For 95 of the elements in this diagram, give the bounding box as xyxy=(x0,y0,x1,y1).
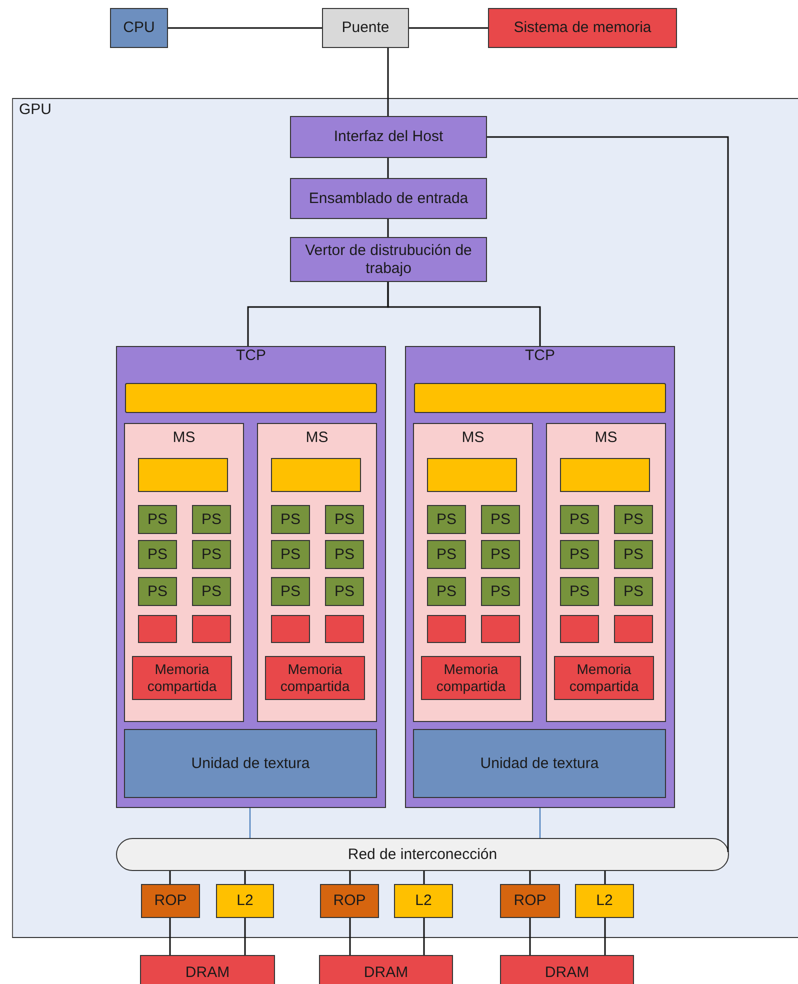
component-block: Unidad de textura xyxy=(413,729,666,798)
interconnect-bar: Red de interconección xyxy=(116,838,729,871)
connector-line xyxy=(168,27,322,29)
connector-line xyxy=(387,282,541,346)
multiprocessor-panel xyxy=(546,423,666,722)
component-block: PS xyxy=(481,505,520,534)
unit-block xyxy=(614,615,653,643)
component-block: PS xyxy=(271,540,310,569)
component-block: Puente xyxy=(322,8,409,48)
component-block: PS xyxy=(325,505,364,534)
unit-block xyxy=(192,615,231,643)
connector-line xyxy=(539,808,541,838)
component-block: ROP xyxy=(320,884,379,918)
component-block: Unidad de textura xyxy=(124,729,377,798)
multiprocessor-panel xyxy=(413,423,533,722)
connector-line xyxy=(387,158,389,178)
unit-block xyxy=(138,615,177,643)
unit-block xyxy=(271,458,361,492)
component-block: PS xyxy=(192,505,231,534)
component-block: PS xyxy=(138,577,177,606)
component-block: PS xyxy=(138,505,177,534)
component-block: ROP xyxy=(141,884,200,918)
component-block: L2 xyxy=(394,884,453,918)
cache-bar xyxy=(414,383,666,413)
component-block: PS xyxy=(560,505,599,534)
panel-title: TCP xyxy=(524,347,556,365)
connector-line xyxy=(604,871,606,884)
connector-line xyxy=(244,918,246,955)
gpu-panel xyxy=(12,98,798,938)
panel-title: MS xyxy=(304,429,330,447)
component-block: Memoria compartida xyxy=(421,656,521,700)
processor-cluster-panel xyxy=(116,346,386,808)
component-block: PS xyxy=(271,505,310,534)
component-block: PS xyxy=(614,540,653,569)
component-block: Interfaz del Host xyxy=(290,116,487,158)
component-block: DRAM xyxy=(319,955,453,984)
component-block: PS xyxy=(192,540,231,569)
unit-block xyxy=(427,615,466,643)
connector-line xyxy=(529,918,531,955)
connector-line xyxy=(387,219,389,237)
processor-cluster-panel xyxy=(405,346,675,808)
component-block: PS xyxy=(614,577,653,606)
component-block: DRAM xyxy=(500,955,634,984)
unit-block xyxy=(560,458,650,492)
component-block: DRAM xyxy=(140,955,275,984)
panel-title: MS xyxy=(460,429,486,447)
panel-title: MS xyxy=(594,429,618,447)
component-block: L2 xyxy=(575,884,634,918)
connector-line xyxy=(423,918,425,955)
component-block: Vertor de distrubución de trabajo xyxy=(290,237,487,282)
connector-line xyxy=(349,871,351,884)
unit-block xyxy=(138,458,228,492)
component-block: PS xyxy=(427,540,466,569)
connector-line xyxy=(529,871,531,884)
panel-title: GPU xyxy=(19,101,52,119)
component-block: PS xyxy=(325,540,364,569)
connector-line xyxy=(604,918,606,955)
multiprocessor-panel xyxy=(124,423,244,722)
connector-line xyxy=(409,27,488,29)
component-block: PS xyxy=(138,540,177,569)
component-block: Memoria compartida xyxy=(265,656,365,700)
connector-line xyxy=(423,871,425,884)
connector-line xyxy=(349,918,351,955)
component-block: Memoria compartida xyxy=(554,656,654,700)
unit-block xyxy=(481,615,520,643)
component-block: Sistema de memoria xyxy=(488,8,677,48)
panel-title: TCP xyxy=(235,347,267,365)
component-block: PS xyxy=(614,505,653,534)
connector-line xyxy=(249,808,251,838)
component-block: PS xyxy=(271,577,310,606)
component-block: CPU xyxy=(110,8,168,48)
unit-block xyxy=(560,615,599,643)
connector-line xyxy=(487,136,729,852)
connector-line xyxy=(169,871,171,884)
connector-line xyxy=(387,48,389,116)
component-block: Memoria compartida xyxy=(132,656,232,700)
component-block: PS xyxy=(427,577,466,606)
component-block: PS xyxy=(325,577,364,606)
connector-line xyxy=(169,918,171,955)
component-block: ROP xyxy=(500,884,560,918)
component-block: PS xyxy=(481,540,520,569)
connector-line xyxy=(244,871,246,884)
panel-title: MS xyxy=(172,429,196,447)
component-block: PS xyxy=(481,577,520,606)
component-block: PS xyxy=(192,577,231,606)
component-block: Ensamblado de entrada xyxy=(290,178,487,219)
cache-bar xyxy=(125,383,377,413)
unit-block xyxy=(427,458,517,492)
unit-block xyxy=(271,615,310,643)
unit-block xyxy=(325,615,364,643)
component-block: PS xyxy=(560,577,599,606)
component-block: L2 xyxy=(216,884,274,918)
component-block: PS xyxy=(560,540,599,569)
multiprocessor-panel xyxy=(257,423,377,722)
component-block: PS xyxy=(427,505,466,534)
